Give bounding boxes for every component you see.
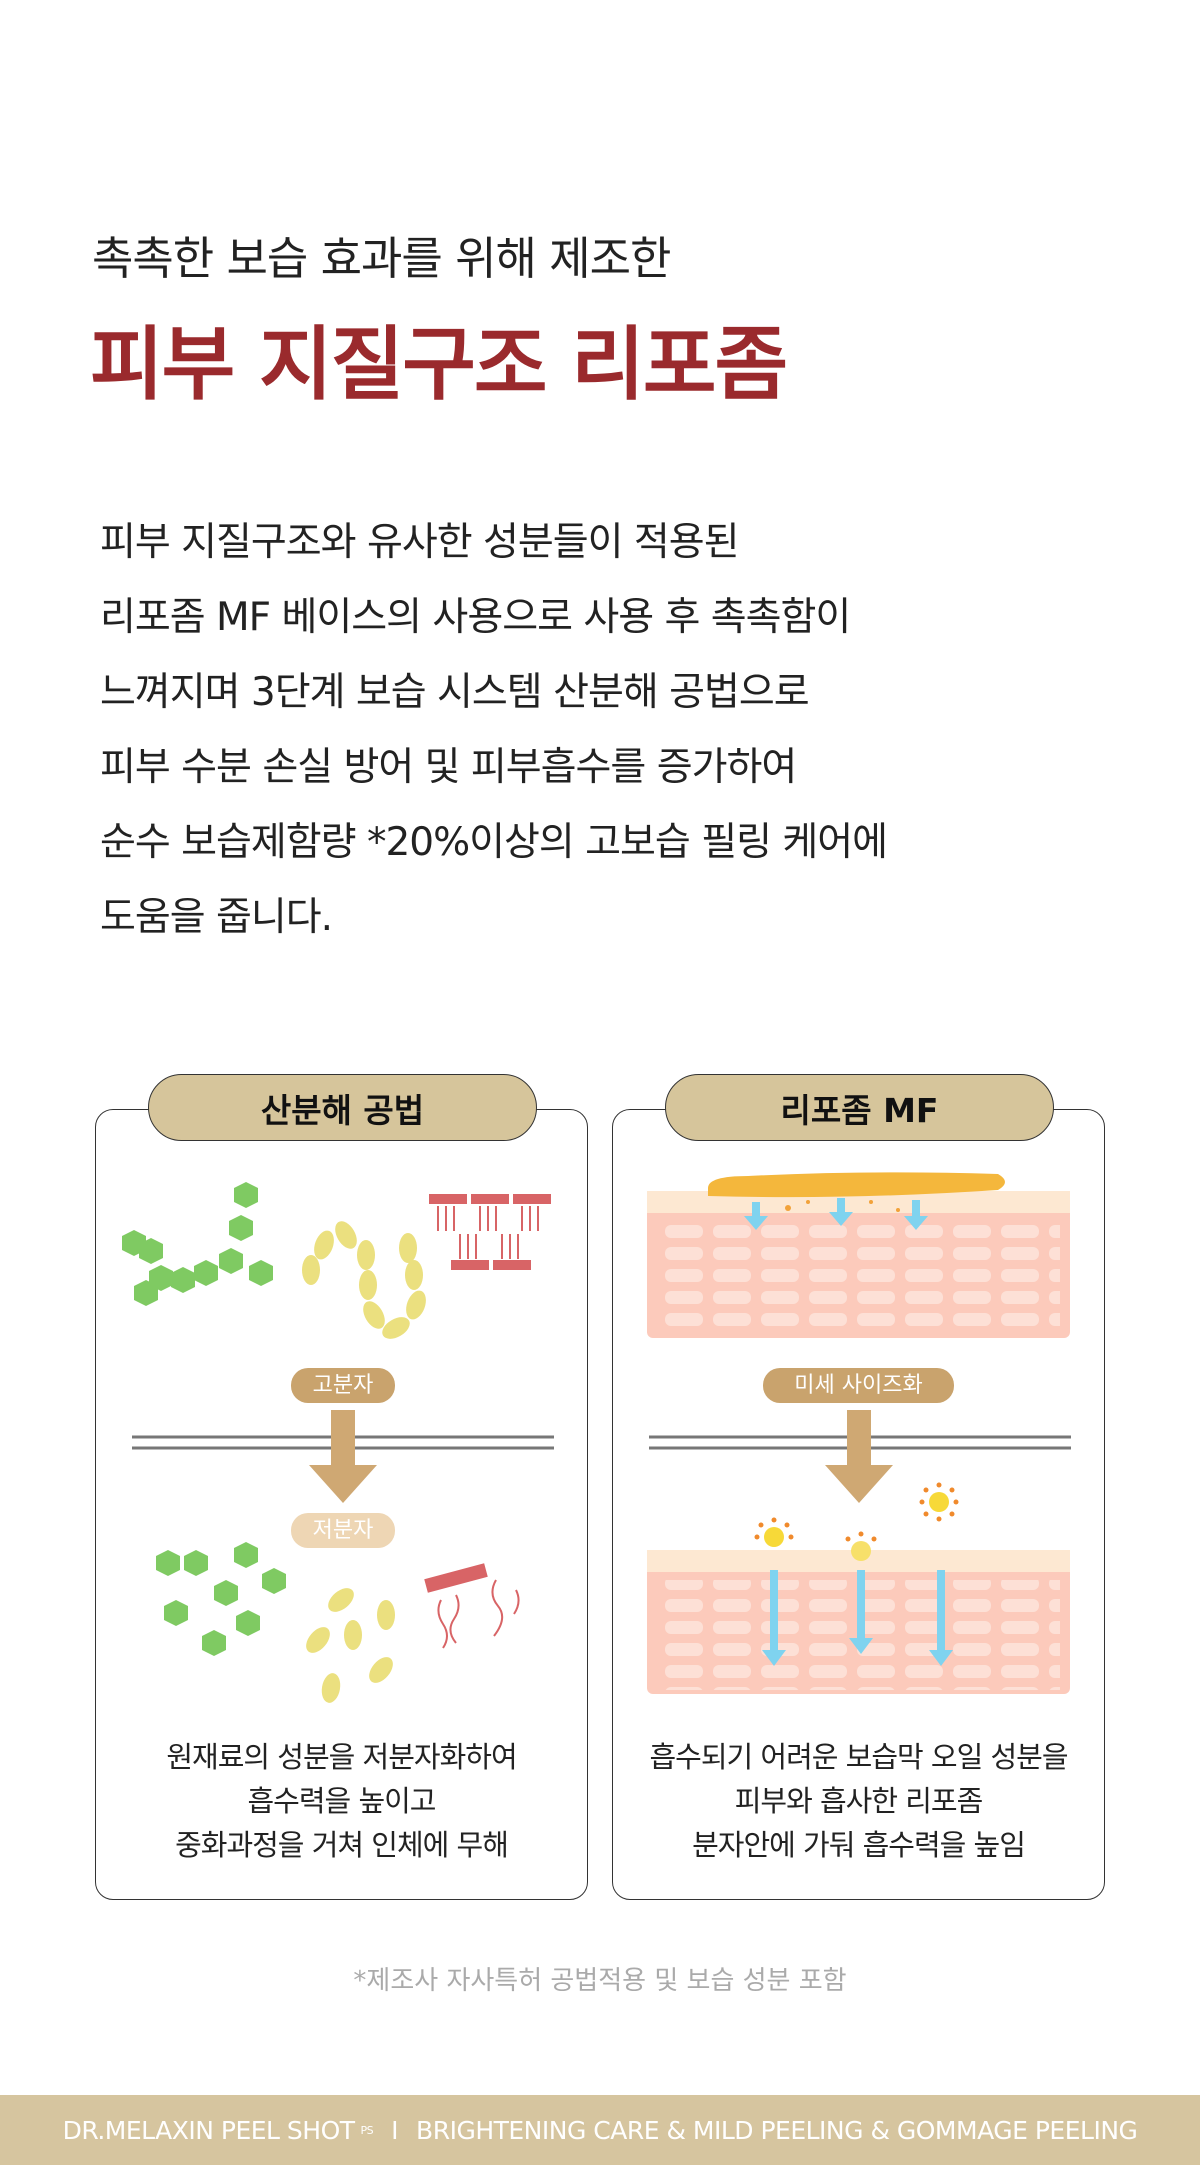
liposome-icon — [754, 1482, 959, 1561]
polymer-molecules-illustration — [122, 1182, 273, 1306]
footer-brand: DR.MELAXIN PEEL SHOT — [62, 2115, 355, 2145]
chain-molecule-illustration — [302, 1221, 426, 1339]
footer-brand-sup: PS — [360, 2123, 374, 2137]
panel-caption: 흡수되기 어려운 보습막 오일 성분을 피부와 흡사한 리포좀 분자안에 가둬 … — [613, 1735, 1104, 1867]
skin-layer-bottom-illustration — [647, 1550, 1070, 1694]
description-line: 피부 지질구조와 유사한 성분들이 적용된 — [100, 520, 740, 565]
skin-layer-top-illustration — [647, 1172, 1070, 1338]
description-line: 순수 보습제함량 *20%이상의 고보습 필링 케어에 — [100, 820, 888, 865]
caption-line: 중화과정을 거쳐 인체에 무해 — [175, 1828, 509, 1862]
caption-line: 분자안에 가둬 흡수력을 높임 — [692, 1828, 1026, 1862]
description-line: 피부 수분 손실 방어 및 피부흡수를 증가하여 — [100, 745, 797, 790]
caption-line: 원재료의 성분을 저분자화하여 — [166, 1740, 517, 1774]
oil-film-illustration — [708, 1172, 1005, 1198]
small-molecules-illustration — [156, 1542, 520, 1703]
skin-diagram — [647, 1172, 1071, 1694]
footnote: *제조사 자사특허 공법적용 및 보습 성분 포함 — [353, 1966, 847, 1996]
tag-high-molecule: 고분자 — [312, 1373, 374, 1398]
lipid-bilayer-illustration — [429, 1194, 551, 1270]
footer-separator: I — [391, 2115, 399, 2145]
arrow-down-icon — [309, 1410, 377, 1503]
panel-title: 리포좀 MF — [665, 1074, 1054, 1141]
absorb-arrows-icon — [744, 1198, 928, 1230]
footer-tagline: BRIGHTENING CARE & MILD PEELING & GOMMAG… — [416, 2115, 1138, 2145]
tag-background — [291, 1368, 395, 1403]
description-line: 리포좀 MF 베이스의 사용으로 사용 후 촉촉함이 — [100, 595, 851, 640]
arrow-down-icon — [825, 1410, 893, 1503]
molecule-diagram — [122, 1182, 554, 1703]
panel-title: 산분해 공법 — [148, 1074, 537, 1141]
tag-micro-sizing: 미세 사이즈화 — [794, 1373, 923, 1398]
footer-banner: DR.MELAXIN PEEL SHOT PS I BRIGHTENING CA… — [0, 2095, 1200, 2165]
panel-liposome-mf: 리포좀 MF — [612, 1074, 1105, 1900]
caption-line: 흡수되기 어려운 보습막 오일 성분을 — [649, 1740, 1068, 1774]
page-title: 피부 지질구조 리포좀 — [90, 318, 788, 411]
description-line: 도움을 줍니다. — [100, 895, 333, 940]
caption-line: 피부와 흡사한 리포좀 — [734, 1784, 984, 1818]
description-line: 느껴지며 3단계 보습 시스템 산분해 공법으로 — [100, 670, 810, 715]
caption-line: 흡수력을 높이고 — [247, 1784, 437, 1818]
tag-low-molecule: 저분자 — [312, 1518, 374, 1543]
description: 피부 지질구조와 유사한 성분들이 적용된 리포좀 MF 베이스의 사용으로 사… — [100, 505, 888, 955]
subtitle: 촉촉한 보습 효과를 위해 제조한 — [92, 232, 671, 285]
panel-caption: 원재료의 성분을 저분자화하여 흡수력을 높이고 중화과정을 거쳐 인체에 무해 — [96, 1735, 587, 1867]
panel-acid-hydrolysis: 산분해 공법 — [95, 1074, 588, 1900]
